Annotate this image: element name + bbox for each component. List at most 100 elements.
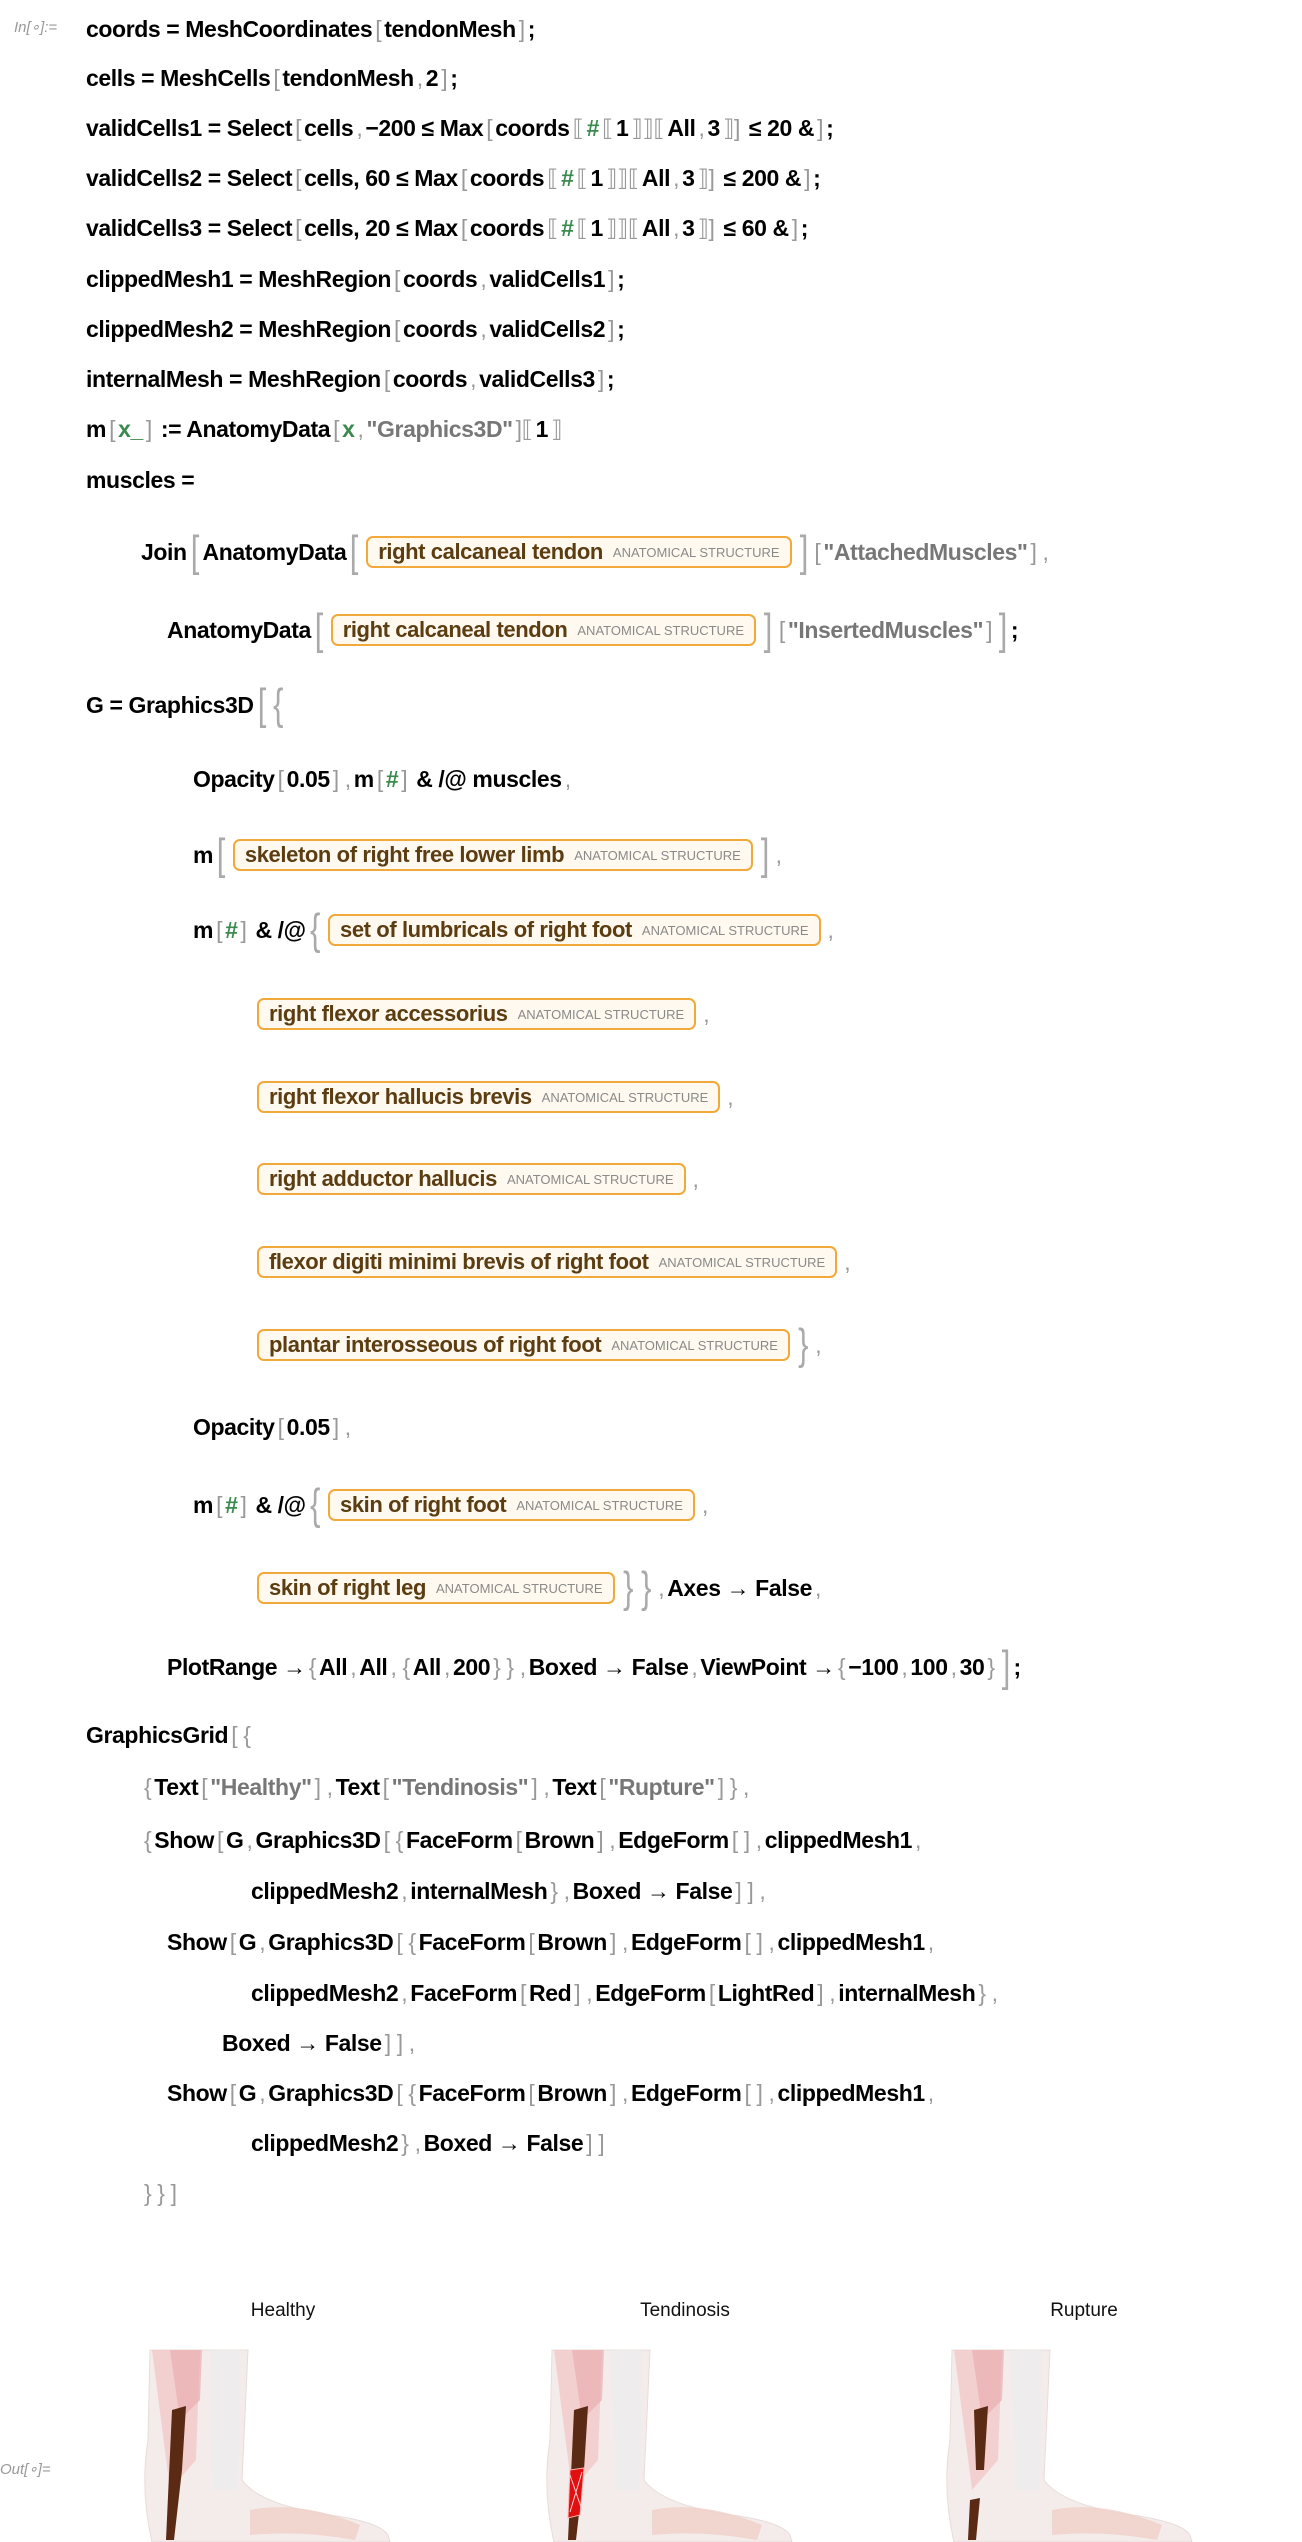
bracket-punctuation: ] [791, 214, 798, 241]
bracket-punctuation: [ [333, 415, 340, 442]
code-token: validCells3 = Select [86, 214, 293, 241]
entity-box[interactable]: right flexor accessorius ANATOMICAL STRUC… [257, 998, 697, 1030]
bracket-punctuation: ⟧ [551, 415, 563, 442]
code-line[interactable]: Show[G,Graphics3D[{FaceForm[Brown],EdgeF… [167, 2071, 937, 2115]
code-line[interactable]: clippedMesh2,internalMesh},Boxed → False… [251, 1869, 768, 1913]
bracket-punctuation: ] [986, 616, 993, 643]
code-line[interactable]: }}] [141, 2171, 180, 2215]
code-line[interactable]: cells = MeshCells[tendonMesh,2]; [86, 56, 458, 100]
code-line[interactable]: coords = MeshCoordinates[tendonMesh]; [86, 7, 535, 51]
code-line[interactable]: m[x_] := AnatomyData[x,"Graphics3D"]⟦1⟧ [86, 407, 565, 451]
code-token: clippedMesh1 [764, 1826, 913, 1853]
code-token: LightRed [717, 1979, 815, 2006]
code-token: EdgeForm [630, 2079, 742, 2106]
code-line[interactable]: m[#] & /@{set of lumbricals of right foo… [193, 908, 837, 952]
bracket-punctuation: , [401, 1979, 408, 2006]
code-line[interactable]: clippedMesh1 = MeshRegion[coords,validCe… [86, 257, 625, 301]
code-token: coords [392, 365, 468, 392]
bracket-punctuation: [ [394, 315, 401, 342]
bracket-punctuation: [ [515, 1826, 522, 1853]
code-token: Graphics3D [255, 1826, 382, 1853]
bracket-punctuation: , [742, 1773, 749, 1800]
pattern-variable: # [225, 1491, 238, 1518]
bracket-punctuation: ] [597, 365, 604, 392]
bracket-punctuation: , [755, 1826, 762, 1853]
bracket-punctuation: [ [486, 114, 493, 141]
bracket-punctuation: ] [240, 1491, 247, 1518]
tibia-bone [210, 2350, 240, 2490]
bracket-punctuation: ⟧] [697, 164, 715, 191]
bracket-punctuation: , [621, 1928, 628, 1955]
bracket-punctuation: [ [382, 1773, 389, 1800]
code-token: Boxed → False [528, 1653, 689, 1680]
code-line[interactable]: flexor digiti minimi brevis of right foo… [253, 1240, 853, 1284]
code-token: ; [813, 164, 821, 191]
code-token: := AnatomyData [154, 415, 331, 442]
bracket-punctuation: ] [760, 830, 770, 879]
code-line[interactable]: PlotRange →{All,All,{All,200}},Boxed → F… [167, 1645, 1021, 1689]
code-token: validCells1 [489, 265, 606, 292]
code-token: & /@ [249, 1491, 306, 1518]
code-line[interactable]: GraphicsGrid[{ [86, 1713, 253, 1757]
code-line[interactable]: {Text["Healthy"],Text["Tendinosis"],Text… [141, 1765, 752, 1809]
bracket-punctuation: , [259, 2079, 266, 2106]
pattern-variable: x_ [118, 415, 143, 442]
bracket-punctuation: ] [608, 265, 615, 292]
code-token: 0.05 [286, 1413, 331, 1440]
code-line[interactable]: validCells1 = Select[cells,−200 ≤ Max[co… [86, 106, 834, 150]
bracket-punctuation: , [950, 1653, 957, 1680]
bracket-punctuation: { [309, 905, 320, 954]
code-line[interactable]: Boxed → False]], [222, 2021, 418, 2065]
code-line[interactable]: clippedMesh2 = MeshRegion[coords,validCe… [86, 307, 625, 351]
entity-box[interactable]: flexor digiti minimi brevis of right foo… [257, 1246, 838, 1278]
bracket-punctuation: , [829, 1979, 836, 2006]
code-line[interactable]: {Show[G,Graphics3D[{FaceForm[Brown],Edge… [141, 1818, 924, 1862]
code-line[interactable]: clippedMesh2,FaceForm[Red],EdgeForm[Ligh… [251, 1971, 1001, 2015]
foot-graphic-tendinosis[interactable] [532, 2340, 832, 2542]
code-line[interactable]: muscles = [86, 458, 195, 502]
foot-graphic-rupture[interactable] [932, 2340, 1232, 2542]
code-line[interactable]: Opacity[0.05],m[#] & /@ muscles, [193, 757, 574, 801]
entity-type-tag: ANATOMICAL STRUCTURE [517, 1006, 685, 1022]
bracket-punctuation: , [586, 1979, 593, 2006]
bracket-punctuation: , [621, 2079, 628, 2106]
soleus-muscle [972, 2350, 1004, 2420]
entity-name: right flexor hallucis brevis [269, 1084, 532, 1109]
foot-graphic-healthy[interactable] [130, 2340, 430, 2542]
bracket-punctuation: ] [332, 765, 339, 792]
bracket-punctuation: ] [401, 765, 408, 792]
code-token: coords [403, 265, 478, 292]
code-token: Red [529, 1979, 572, 2006]
code-line[interactable]: validCells2 = Select[cells, 60 ≤ Max[coo… [86, 156, 821, 200]
code-token: ; [800, 214, 809, 241]
code-line[interactable]: Show[G,Graphics3D[{FaceForm[Brown],EdgeF… [167, 1920, 937, 1964]
code-line[interactable]: internalMesh = MeshRegion[coords,validCe… [86, 357, 615, 401]
bracket-punctuation: ] [717, 1773, 724, 1800]
code-line[interactable]: G = Graphics3D[{ [86, 683, 288, 727]
code-line[interactable]: clippedMesh2},Boxed → False]] [251, 2121, 607, 2165]
code-line[interactable]: Opacity[0.05], [193, 1405, 354, 1449]
bracket-punctuation: [ [528, 2079, 535, 2106]
code-line[interactable]: right flexor accessorius ANATOMICAL STRUC… [253, 992, 712, 1036]
output-title-healthy: Healthy [250, 2300, 316, 2321]
code-line[interactable]: validCells3 = Select[cells, 20 ≤ Max[coo… [86, 206, 808, 250]
entity-name: right flexor accessorius [269, 1001, 508, 1026]
code-token: 1 [615, 114, 629, 141]
